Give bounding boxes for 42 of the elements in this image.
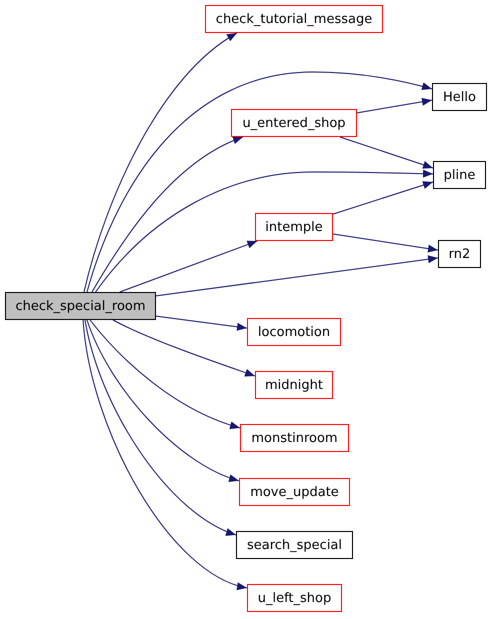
arrow (84, 32, 238, 292)
function-name: midnight (265, 378, 323, 392)
function-box (205, 5, 383, 33)
arrow (112, 320, 256, 376)
arrow (340, 136, 434, 169)
arrow (86, 320, 240, 482)
arrow (156, 255, 438, 296)
function-name: intemple (265, 220, 323, 234)
function-name: locomotion (258, 324, 330, 340)
function-name: check_tutorial_message (216, 12, 372, 26)
arrow (156, 316, 248, 331)
function-box (255, 213, 333, 241)
function-name: u_entered_shop (242, 116, 346, 130)
arrow (82, 320, 248, 589)
arrow (90, 320, 240, 429)
function-name: u_left_shop (258, 590, 332, 606)
function-name: move_update (250, 484, 339, 500)
function-name: check_special_room (15, 298, 146, 314)
function-box (247, 584, 342, 612)
function-box (5, 292, 156, 320)
function-box (432, 83, 487, 111)
arrow (119, 240, 258, 292)
arrow (95, 170, 434, 292)
function-box (247, 318, 341, 346)
function-name: monstinroom (251, 430, 338, 446)
function-box (231, 109, 357, 137)
function-name: pline (444, 168, 476, 182)
function-box (438, 240, 481, 268)
arrow (332, 181, 434, 215)
function-name: search_special (246, 538, 342, 552)
function-name: rn2 (448, 246, 470, 262)
function-box (239, 478, 350, 506)
arrow (356, 98, 432, 114)
arrow (84, 320, 236, 536)
arrow (332, 234, 438, 253)
function-name: Hello (443, 90, 476, 104)
arrow (92, 136, 244, 292)
function-box (236, 531, 353, 559)
function-box (255, 371, 333, 399)
function-box (433, 161, 486, 189)
function-box (240, 424, 349, 452)
arrow (86, 72, 432, 292)
